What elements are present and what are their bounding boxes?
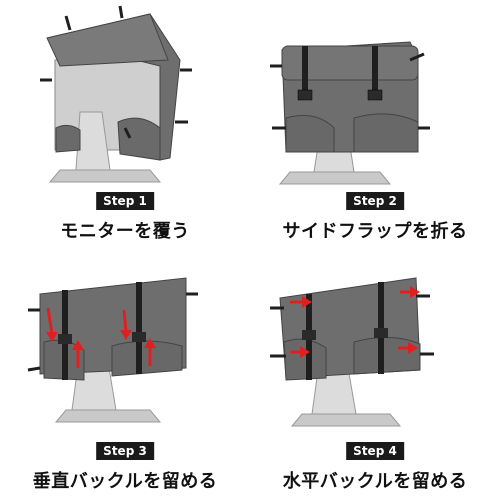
step-2-panel: Step 2 サイドフラップを折る [250,0,500,250]
step-3-panel: Step 3 垂直バックルを留める [0,250,250,500]
horizontal-buckle-icon [270,277,434,427]
step-caption: モニターを覆う [60,221,190,242]
step-badge: Step 1 [96,192,154,210]
step-caption: 水平バックルを留める [282,471,468,492]
step-1-panel: Step 1 モニターを覆う [0,0,250,250]
step-badge: Step 3 [96,442,154,460]
cover-drape-icon [40,5,192,183]
fold-flaps-icon [270,41,430,185]
step-caption: 垂直バックルを留める [32,471,218,492]
step-badge: Step 4 [346,442,404,460]
step-badge: Step 2 [346,192,404,210]
step-caption: サイドフラップを折る [282,221,468,242]
step-4-panel: Step 4 水平バックルを留める [250,250,500,500]
vertical-buckle-icon [27,277,198,423]
